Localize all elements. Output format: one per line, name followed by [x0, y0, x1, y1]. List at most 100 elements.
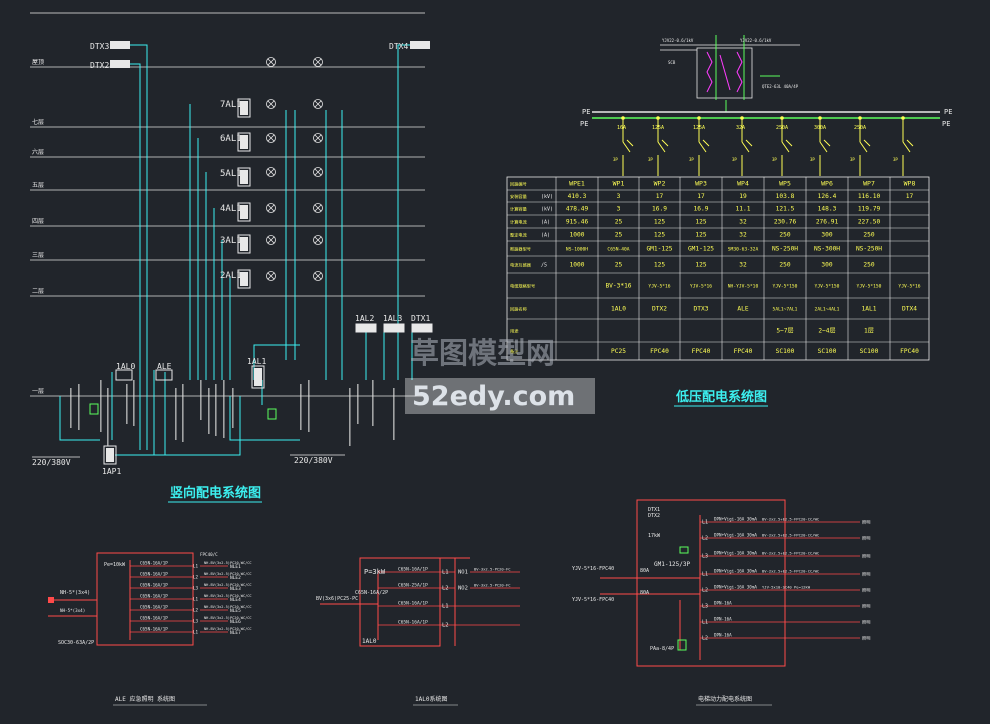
lamp-icon: [313, 99, 323, 109]
panel-label: 3AL1: [220, 236, 242, 246]
table-cell: SC100: [776, 348, 795, 355]
table-cell: NS-1000H: [566, 247, 588, 253]
elev-outlabel: BV-2x2.5+E2.5-FPC20-CC/WC: [762, 569, 819, 574]
table-row-label: 安装容量: [510, 193, 527, 200]
table-column-header: WP7: [863, 180, 875, 188]
table-cell: FPC40: [734, 348, 753, 355]
table-cell: 116.10: [858, 193, 881, 200]
svg-text:3P: 3P: [893, 157, 898, 162]
panel-label: 2AL1: [220, 271, 242, 281]
lamp-icon: [266, 99, 276, 109]
svg-text:NH-BV(3x2.5)PC20-WC/CC: NH-BV(3x2.5)PC20-WC/CC: [204, 583, 252, 587]
table-cell: 103.8: [776, 193, 795, 200]
table-cell: 17: [697, 193, 705, 200]
table-cell: 250: [779, 262, 790, 269]
svg-text:C65N-16A/1P: C65N-16A/1P: [140, 572, 168, 577]
table-row-label: 计算容量: [510, 206, 527, 213]
breaker-rating: 32A: [736, 125, 745, 131]
svg-text:C65N-16A/1P: C65N-16A/1P: [398, 620, 428, 626]
svg-text:BV-3x2.5-PC20-FC: BV-3x2.5-PC20-FC: [474, 567, 511, 572]
table-cell: YJV-5*150: [857, 284, 882, 290]
cable-spec-mark: [200, 380, 202, 420]
feeder-label: DTX3: [90, 42, 109, 51]
table-cell: 2~4层: [818, 328, 835, 335]
svg-text:照明: 照明: [862, 572, 870, 578]
table-cell: 227.50: [858, 219, 881, 226]
svg-text:NH-BV(3x2.5)PC20-WC/CC: NH-BV(3x2.5)PC20-WC/CC: [204, 627, 252, 631]
svg-text:C65N-16A/1P: C65N-16A/1P: [140, 561, 168, 566]
elev-head: 17kW: [648, 533, 661, 539]
svg-text:C65N-16A/1P: C65N-16A/1P: [140, 594, 168, 599]
svg-text:DPN-16A: DPN-16A: [714, 601, 732, 606]
svg-text:SCB: SCB: [668, 60, 676, 65]
incoming-voltage: 220/380V: [32, 458, 71, 467]
al0-power: P=3kW: [364, 568, 386, 576]
ale-circuit: NLE2: [230, 575, 241, 581]
table-cell: 16.9: [652, 206, 667, 213]
table-column-header: WP6: [821, 180, 833, 188]
table-cell: 1AL0: [611, 306, 626, 313]
svg-text:YJV-5*16-FPC40: YJV-5*16-FPC40: [572, 597, 614, 603]
al0-title: 1AL0系统图: [415, 695, 447, 703]
table-row-label: 断路器型号: [510, 246, 531, 253]
elev-phase: L2: [702, 636, 708, 642]
table-cell: SC100: [860, 348, 879, 355]
table-cell: GM1-125: [646, 246, 672, 253]
table-cell: 5AL1~7AL1: [773, 307, 798, 313]
lamp-icon: [266, 57, 276, 67]
watermark-cn: 草图模型网: [410, 336, 555, 370]
cable-spec-mark: [393, 388, 395, 440]
table-cell: DTX4: [902, 306, 917, 313]
table-cell: GM1-125: [688, 246, 714, 253]
svg-text:3P: 3P: [648, 157, 653, 162]
svg-text:QTE2-63L 40A/4P: QTE2-63L 40A/4P: [762, 84, 799, 89]
table-cell: NH-YJV-5*10: [728, 284, 759, 290]
svg-text:L2: L2: [193, 575, 199, 580]
box-label: 1AP1: [102, 467, 121, 476]
lamp-icon: [266, 133, 276, 143]
cable-spec-mark: [300, 384, 302, 430]
table-cell: NS-250H: [856, 246, 882, 253]
elev-phase: L1: [702, 620, 708, 626]
box-label: 1AL2: [355, 314, 374, 323]
table-cell: 125: [695, 262, 706, 269]
lv-title: 低压配电系统图: [675, 389, 767, 405]
table-cell: 32: [739, 232, 747, 239]
svg-text:NH-BV(3x2.5)PC20-WC/CC: NH-BV(3x2.5)PC20-WC/CC: [204, 605, 252, 609]
cable-spec-mark: [133, 380, 135, 426]
table-row-label: 用途: [510, 328, 519, 335]
svg-text:NH-BV(3x2.5)PC20-WC/CC: NH-BV(3x2.5)PC20-WC/CC: [204, 572, 252, 576]
ale-circuit: NLE3: [230, 586, 241, 592]
elev-head: DTX2: [648, 513, 660, 519]
svg-text:照明: 照明: [862, 536, 870, 542]
cable-spec-mark: [372, 380, 374, 426]
table-cell: DTX2: [652, 306, 667, 313]
svg-text:C65N-16A/1P: C65N-16A/1P: [140, 605, 168, 610]
svg-text:3P: 3P: [810, 157, 815, 162]
elev-phase: L2: [702, 588, 708, 594]
table-cell: 125: [695, 219, 706, 226]
elev-outlabel: YJV-5x10-SC40 Pe=12kW: [762, 585, 811, 590]
breaker-rating: 16A: [617, 125, 626, 131]
svg-text:YJV22-0.6/1kV: YJV22-0.6/1kV: [740, 38, 772, 43]
svg-text:3P: 3P: [772, 157, 777, 162]
breaker-rating: 250A: [776, 125, 788, 131]
table-cell: 125: [654, 232, 665, 239]
table-cell: 148.3: [818, 206, 837, 213]
svg-text:BV-3x2.5-PC20-FC: BV-3x2.5-PC20-FC: [474, 583, 511, 588]
lamp-icon: [313, 57, 323, 67]
table-row-label: 整定电流: [510, 232, 528, 239]
breaker-rating: 125A: [652, 125, 664, 131]
cable-spec-mark: [223, 380, 225, 438]
svg-text:YJV-5*16-FPC40: YJV-5*16-FPC40: [572, 566, 614, 572]
svg-text:PE: PE: [942, 120, 950, 128]
svg-text:DPN-16A: DPN-16A: [714, 633, 732, 638]
elev-phase: L1: [702, 572, 708, 578]
